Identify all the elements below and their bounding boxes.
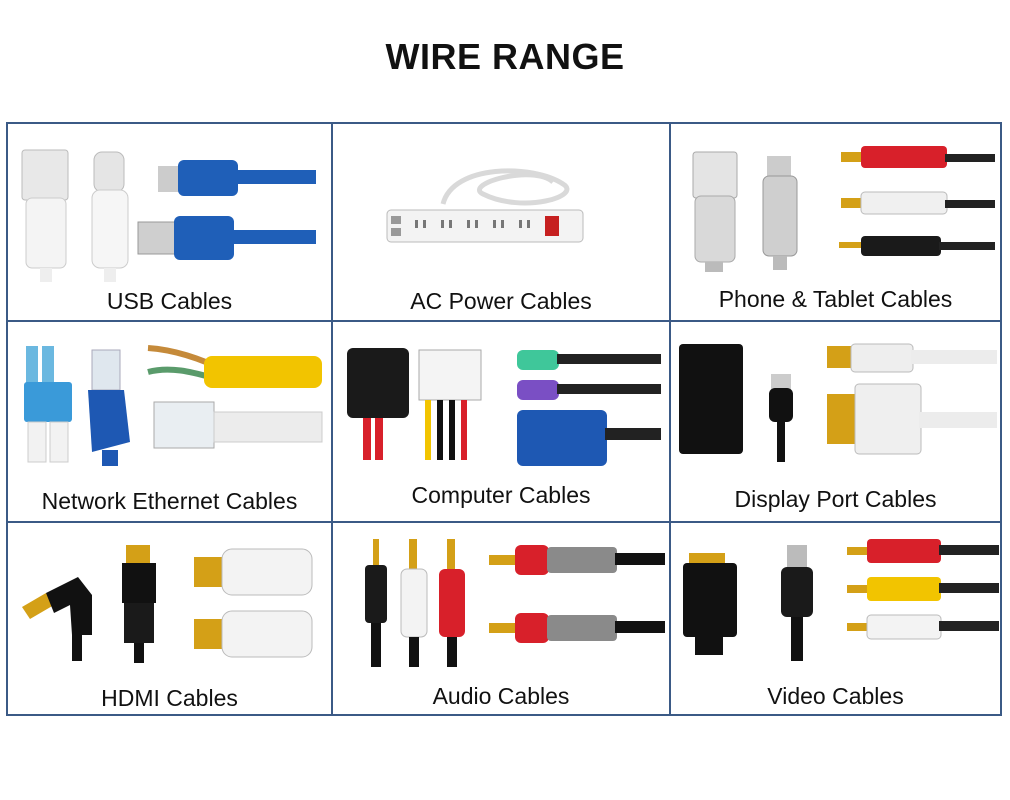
cell-label: Display Port Cables — [734, 486, 937, 512]
cell-label: USB Cables — [106, 288, 233, 314]
cell-hdmi-cables[interactable]: HDMI Cables — [8, 523, 331, 714]
cable-grid: USB Cables AC Power Cables — [6, 122, 1002, 716]
cell-usb-cables[interactable]: USB Cables — [8, 124, 331, 320]
usb-cable-icon — [8, 124, 331, 320]
cell-label: Video Cables — [767, 683, 904, 709]
audio-cable-icon — [333, 523, 669, 714]
cell-label: Network Ethernet Cables — [41, 488, 298, 514]
computer-cable-icon — [333, 322, 669, 521]
ethernet-cable-icon — [8, 322, 331, 521]
cell-ac-power-cables[interactable]: AC Power Cables — [333, 124, 669, 320]
power-strip-icon — [333, 124, 669, 320]
cell-computer-cables[interactable]: Computer Cables — [333, 322, 669, 521]
cell-label: Audio Cables — [432, 683, 570, 709]
video-cable-icon — [671, 523, 1000, 714]
hdmi-cable-icon — [8, 523, 331, 714]
cell-label: Computer Cables — [411, 482, 591, 508]
cell-audio-cables[interactable]: Audio Cables — [333, 523, 669, 714]
cell-phone-tablet-cables[interactable]: Phone & Tablet Cables — [671, 124, 1000, 320]
phone-cable-icon — [671, 124, 1000, 320]
page-title: WIRE RANGE — [385, 36, 625, 77]
cell-label: HDMI Cables — [101, 685, 238, 711]
cell-network-ethernet-cables[interactable]: Network Ethernet Cables — [8, 322, 331, 521]
cell-display-port-cables[interactable]: Display Port Cables — [671, 322, 1000, 521]
cell-label: Phone & Tablet Cables — [718, 286, 953, 312]
cell-label: AC Power Cables — [410, 288, 592, 314]
displayport-cable-icon — [671, 322, 1000, 521]
cell-video-cables[interactable]: Video Cables — [671, 523, 1000, 714]
